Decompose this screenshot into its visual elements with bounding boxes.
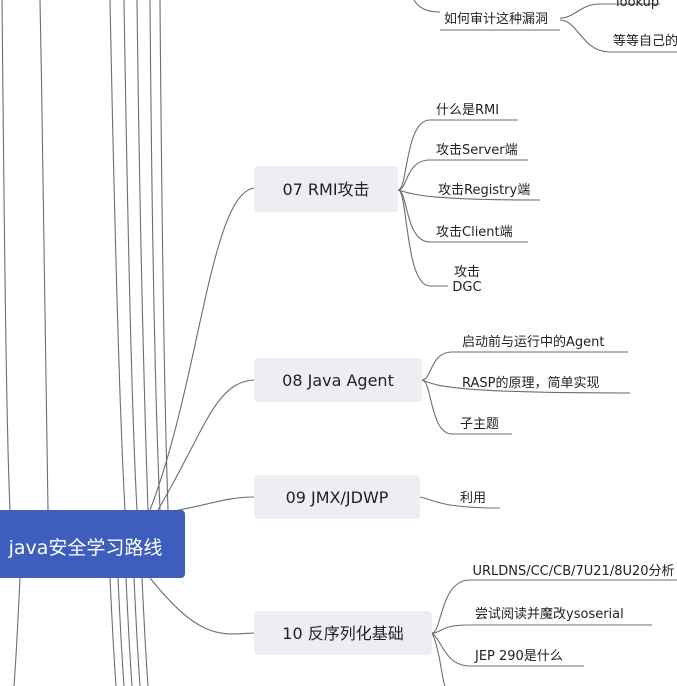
leaf-what-is-rmi[interactable]: 什么是RMI	[436, 103, 500, 118]
leaf-attack-client[interactable]: 攻击Client端	[436, 225, 513, 240]
trunk-line	[117, 577, 125, 686]
leaf-attack-registry[interactable]: 攻击Registry端	[438, 183, 531, 198]
leaf-ysoserial[interactable]: 尝试阅读并魔改ysoserial	[475, 607, 624, 622]
rmi-branch	[397, 189, 448, 287]
leaf-attack-dgc[interactable]: 攻击DGC	[452, 265, 482, 295]
trunk-line	[123, 0, 138, 511]
trunk-line	[39, 0, 49, 511]
deser-branch	[431, 624, 652, 634]
agent-branch	[421, 351, 628, 381]
trunk-line	[149, 0, 161, 511]
trunk-line	[125, 577, 133, 686]
leaf-attack-server[interactable]: 攻击Server端	[436, 143, 518, 158]
leaf-jep290[interactable]: JEP 290是什么	[475, 649, 563, 664]
topic-audit-vuln[interactable]: 如何审计这种漏洞	[444, 12, 549, 27]
root-link-agent	[157, 379, 255, 511]
trunk-line	[133, 577, 141, 686]
trunk-line	[136, 0, 149, 511]
topic-09-jmx-jdwp[interactable]: 09 JMX/JDWP	[254, 475, 420, 519]
leaf-exploit[interactable]: 利用	[460, 491, 487, 506]
top-branch	[559, 3, 660, 19]
jmx-branch	[419, 496, 501, 509]
deser-branch	[431, 579, 677, 634]
rmi-branch	[397, 189, 541, 201]
top-branch	[413, 0, 441, 13]
top-branch	[559, 19, 677, 53]
trunk-line	[141, 577, 149, 686]
deser-branch	[431, 632, 584, 667]
root-node-java-security-roadmap[interactable]: java安全学习路线	[0, 510, 185, 578]
agent-branch	[421, 379, 512, 435]
topic-08-java-agent[interactable]: 08 Java Agent	[254, 358, 422, 402]
trunk-line	[159, 0, 169, 511]
trunk-line	[109, 0, 126, 511]
leaf-rasp-principle[interactable]: RASP的原理，简单实现	[462, 376, 600, 391]
agent-branch	[421, 379, 631, 394]
leaf-lookup[interactable]: lookup	[616, 0, 660, 10]
rmi-branch	[397, 159, 528, 191]
trunk-line	[1, 0, 11, 511]
rmi-branch	[397, 189, 528, 243]
root-link-deser	[149, 577, 255, 635]
leaf-subtopic[interactable]: 子主题	[460, 417, 500, 432]
trunk-line	[109, 577, 117, 686]
root-link-rmi	[149, 187, 255, 511]
trunk-line	[13, 577, 21, 686]
topic-10-deserialization-basics[interactable]: 10 反序列化基础	[254, 611, 432, 655]
topic-07-rmi-attack[interactable]: 07 RMI攻击	[254, 166, 398, 212]
rmi-branch	[397, 119, 518, 191]
deser-branch	[431, 632, 446, 686]
root-link-jmx	[167, 496, 255, 513]
leaf-etc[interactable]: 等等自己的	[613, 34, 677, 49]
leaf-gadget-chains[interactable]: URLDNS/CC/CB/7U21/8U20分析	[472, 564, 675, 579]
leaf-agent-startup-runtime[interactable]: 启动前与运行中的Agent	[462, 335, 605, 350]
